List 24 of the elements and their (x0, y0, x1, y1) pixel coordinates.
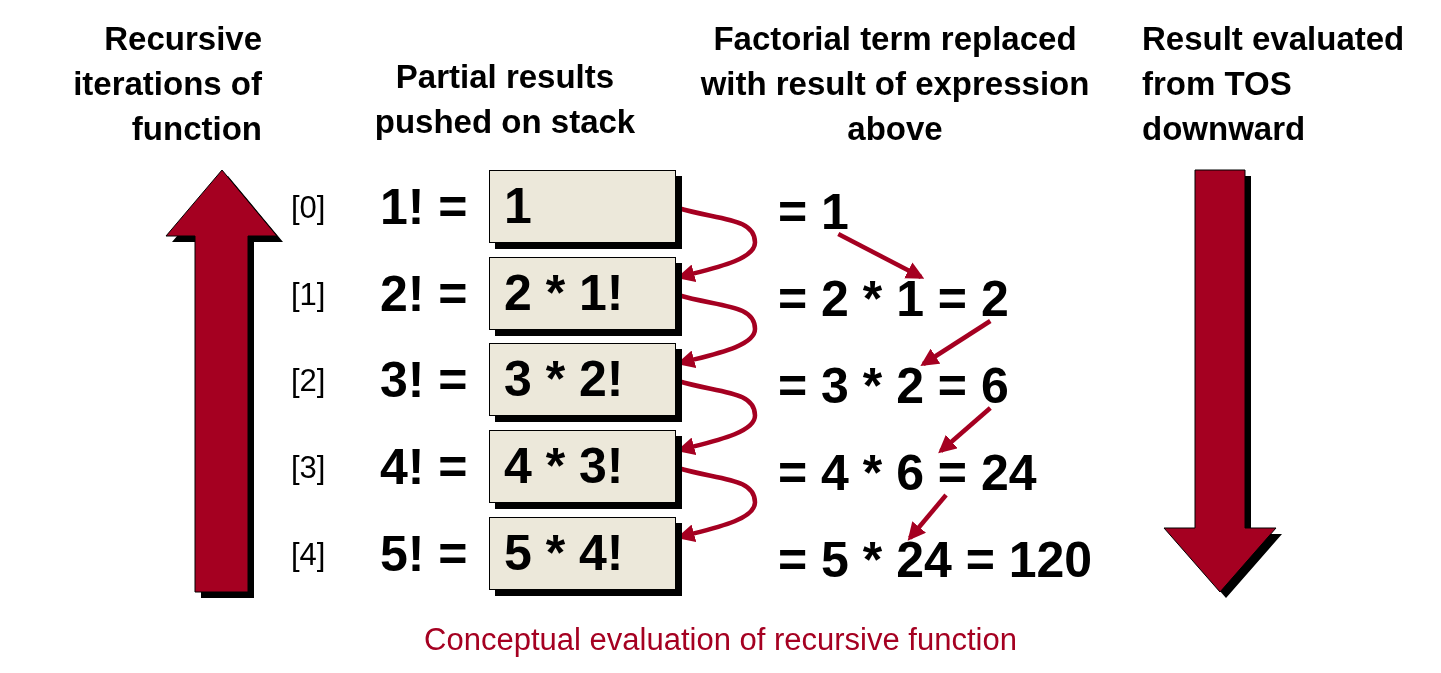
factorial-label: 2! = (380, 274, 468, 314)
factorial-label: 3! = (380, 360, 468, 400)
expression-text: = 1 (778, 192, 849, 232)
column-heading: Result evaluated from TOS downward (1142, 19, 1406, 149)
arrow (920, 319, 992, 366)
column-heading: Partial results pushed on stack (373, 57, 637, 142)
arrow (907, 493, 948, 541)
index-label: [1] (291, 277, 326, 313)
column-heading: Recursive iterations of function (72, 19, 262, 149)
index-label: [2] (291, 363, 326, 399)
factorial-label: 5! = (380, 534, 468, 574)
expression-text: = 5 * 24 = 120 (778, 540, 1093, 580)
factorial-label: 4! = (380, 447, 468, 487)
expression-text: = 2 * 1 = 2 (778, 279, 1009, 319)
arrow (938, 406, 992, 454)
factorial-label: 1! = (380, 187, 468, 227)
index-label: [0] (291, 190, 326, 226)
index-label: [3] (291, 450, 326, 486)
expression-text: = 4 * 6 = 24 (778, 453, 1037, 493)
column-heading: Factorial term replaced with result of expression above (700, 19, 1090, 149)
expression-text: = 3 * 2 = 6 (778, 366, 1009, 406)
caption: Conceptual evaluation of recursive function (423, 622, 1018, 658)
arrow (837, 232, 925, 279)
index-label: [4] (291, 537, 326, 573)
